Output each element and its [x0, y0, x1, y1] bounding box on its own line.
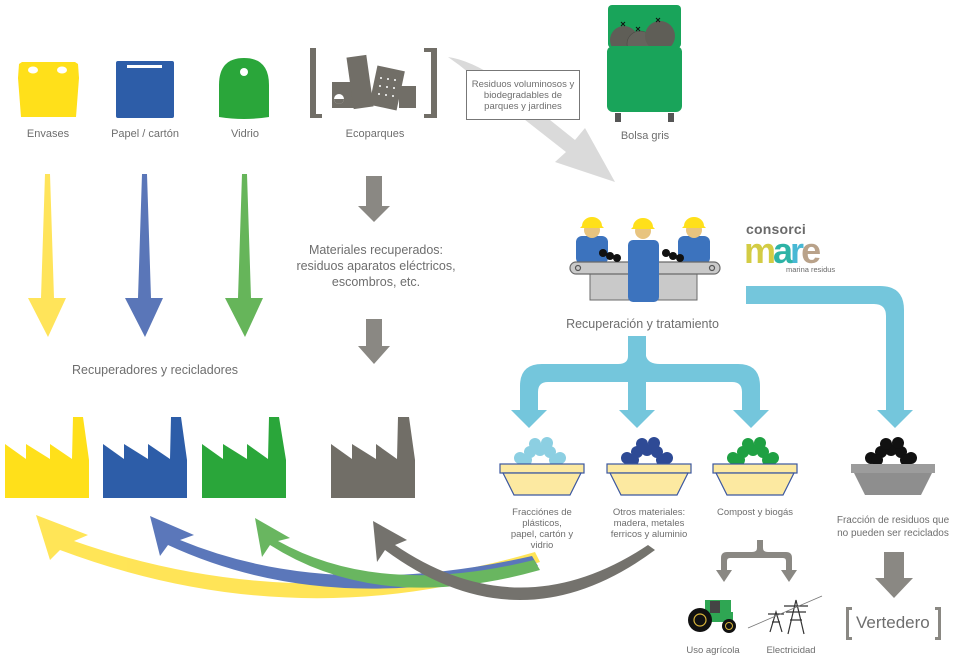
green-igloo-container-icon: [219, 58, 269, 119]
basket-label-line: Otros materiales:: [612, 507, 686, 518]
tractor-icon: [688, 600, 736, 633]
recuperacion-label: Recuperación y tratamiento: [566, 317, 719, 331]
logo-subtitle: marina residus: [786, 265, 836, 274]
basket-light-blue: [499, 437, 585, 496]
basket-label-compost: Compost y biogás: [705, 507, 805, 518]
basket-label-otros: Otros materiales: madera, metales ferric…: [598, 507, 700, 540]
basket-black: [851, 437, 935, 495]
gray-return-arrow: [373, 521, 655, 600]
blue-down-arrow: [125, 174, 163, 337]
vertedero-label: Vertedero: [856, 613, 930, 632]
basket-label-line: ferricos y aluminio: [610, 529, 688, 540]
label-envases: Envases: [26, 128, 70, 140]
basket-label-line: no pueden ser reciclados: [837, 528, 949, 539]
basket-label-line: madera, metales: [613, 518, 685, 529]
gray-down-arrow-2: [358, 319, 390, 364]
basket-label-line: plásticos,: [522, 518, 562, 529]
vertedero-left-bracket: [846, 607, 852, 640]
landfill-down-arrow: [875, 552, 913, 598]
logo-letter-m: m: [744, 230, 776, 271]
label-papel: Papel / cartón: [111, 128, 179, 140]
yellow-container-icon: [18, 62, 79, 117]
logo-letter-a: a: [773, 230, 793, 271]
factory-yellow-icon: [5, 417, 89, 498]
garbage-bin-icon: [607, 5, 682, 122]
basket-label-no-reciclables: Fracción de residuos que no pueden ser r…: [828, 514, 958, 540]
logo-letter-r: r: [790, 230, 804, 271]
yellow-down-arrow: [28, 174, 66, 337]
basket-label-line: papel, cartón y: [510, 529, 574, 540]
basket-label-line: vidrio: [530, 540, 554, 551]
appliances-icon: [310, 48, 437, 118]
uso-agricola-label: Uso agrícola: [686, 645, 740, 656]
basket-label-plasticos: Fracciónes de plásticos, papel, cartón y…: [494, 507, 590, 551]
label-bolsa-gris: Bolsa gris: [620, 130, 670, 142]
label-ecoparques: Ecoparques: [345, 128, 405, 140]
basket-label-line: Fracción de residuos que: [836, 515, 950, 526]
bulky-waste-note: Residuos voluminosos y biodegradables de…: [466, 70, 580, 120]
recuperadores-label: Recuperadores y recicladores: [71, 363, 239, 377]
compost-split-arrow: [716, 540, 797, 582]
factory-green-icon: [202, 417, 286, 498]
green-down-arrow: [225, 174, 263, 337]
logo-consorci: consorci: [746, 221, 806, 237]
materiales-recuperados-text: Materiales recuperados: residuos aparato…: [296, 243, 456, 289]
label-vidrio: Vidrio: [231, 128, 259, 140]
basket-dark-blue: [606, 437, 692, 496]
green-return-arrow: [255, 518, 540, 588]
sorting-workers-icon: [569, 217, 721, 302]
flow-to-baskets: [511, 336, 769, 428]
basket-green: [712, 437, 798, 496]
vertedero-right-bracket: [935, 607, 941, 640]
basket-label-line: Compost y biogás: [716, 507, 794, 518]
factory-blue-icon: [103, 417, 187, 498]
electricidad-label: Electricidad: [766, 645, 816, 656]
electricity-pylons-icon: [747, 595, 823, 635]
return-arrows: [36, 515, 655, 600]
logo-letter-e: e: [801, 230, 821, 271]
blue-return-arrow: [150, 516, 538, 589]
flow-to-landfill-basket: [746, 286, 913, 428]
logo-mare: mare: [744, 230, 821, 272]
factory-gray-icon: [331, 417, 415, 498]
gray-down-arrow-1: [358, 176, 390, 222]
basket-label-line: Fracciónes de: [512, 507, 572, 518]
blue-container-icon: [116, 61, 174, 118]
